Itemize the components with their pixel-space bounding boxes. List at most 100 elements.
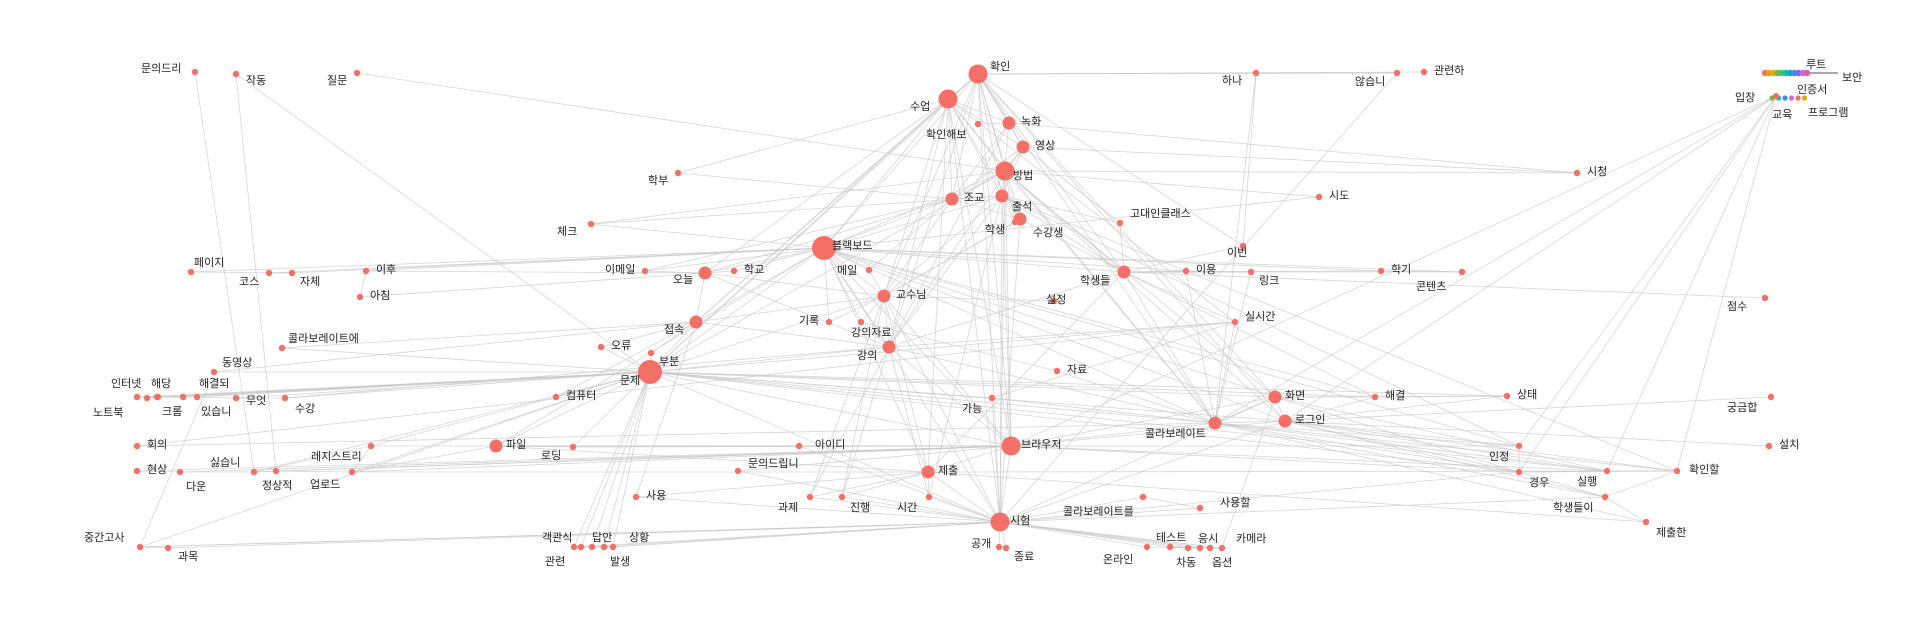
node-메일[interactable] <box>865 266 873 274</box>
node-강의자료[interactable] <box>857 318 865 326</box>
node-무엇[interactable] <box>232 394 240 402</box>
node-공개[interactable] <box>995 543 1003 551</box>
node-코스[interactable] <box>265 269 273 277</box>
node-경우[interactable] <box>1515 468 1523 476</box>
node-콜라보레이트[interactable] <box>1208 416 1222 430</box>
node-고대인클래스[interactable] <box>1116 219 1124 227</box>
node-점수[interactable] <box>1761 294 1769 302</box>
node-콘텐츠[interactable] <box>1458 268 1466 276</box>
node-시청[interactable] <box>1573 169 1581 177</box>
node-문제[interactable] <box>638 360 662 384</box>
node-시도[interactable] <box>1315 193 1323 201</box>
node-블랙보드[interactable] <box>812 236 836 260</box>
node-확인할[interactable] <box>1673 467 1681 475</box>
node-카메라[interactable] <box>1218 544 1226 552</box>
node-이메일[interactable] <box>641 267 649 275</box>
node-자료[interactable] <box>1053 367 1061 375</box>
node-학교[interactable] <box>730 267 738 275</box>
node-로딩[interactable] <box>569 443 577 451</box>
node-콜라보레이트를[interactable] <box>1139 493 1147 501</box>
node-학생들[interactable] <box>1117 265 1131 279</box>
node-링크[interactable] <box>1247 268 1255 276</box>
node-상황[interactable] <box>609 543 617 551</box>
node-제출[interactable] <box>921 465 935 479</box>
node-해결[interactable] <box>1371 393 1379 401</box>
node-사용[interactable] <box>632 493 640 501</box>
node-확인해보[interactable] <box>974 120 982 128</box>
node-레지스트리[interactable] <box>367 442 375 450</box>
node-교수님[interactable] <box>877 289 891 303</box>
node-해결되[interactable] <box>179 393 187 401</box>
node-파일[interactable] <box>489 439 503 453</box>
node-접속[interactable] <box>689 315 703 329</box>
node-강의[interactable] <box>882 340 896 354</box>
node-있습니[interactable] <box>193 393 201 401</box>
node-인터넷[interactable] <box>133 393 141 401</box>
node-싫습니[interactable] <box>250 468 258 476</box>
node-수업[interactable] <box>938 89 958 109</box>
node-인정[interactable] <box>1515 442 1523 450</box>
node-객관식[interactable] <box>570 543 578 551</box>
node-부분[interactable] <box>647 349 655 357</box>
node-아침[interactable] <box>356 293 364 301</box>
node-옵션[interactable] <box>1206 544 1214 552</box>
node-상태[interactable] <box>1503 392 1511 400</box>
node-화면[interactable] <box>1268 390 1282 404</box>
node-응시[interactable] <box>1196 544 1204 552</box>
node-작동[interactable] <box>232 70 240 78</box>
node-제출한[interactable] <box>1642 518 1650 526</box>
node-학기[interactable] <box>1377 267 1385 275</box>
node-수강생[interactable] <box>1011 218 1019 226</box>
node-콜라보레이트에[interactable] <box>278 344 286 352</box>
node-페이지[interactable] <box>187 268 195 276</box>
node-브라우저[interactable] <box>1001 436 1021 456</box>
node-과목[interactable] <box>164 544 172 552</box>
node-학부[interactable] <box>674 169 682 177</box>
node-다운[interactable] <box>176 468 184 476</box>
node-관련하[interactable] <box>1420 68 1428 76</box>
node-체크[interactable] <box>587 220 595 228</box>
node-기록[interactable] <box>825 318 833 326</box>
node-않습니[interactable] <box>1393 69 1401 77</box>
node-컴퓨터[interactable] <box>552 393 560 401</box>
node-관련[interactable] <box>577 543 585 551</box>
node-종료[interactable] <box>1002 544 1010 552</box>
node-테스트[interactable] <box>1166 543 1174 551</box>
node-출석[interactable] <box>995 189 1009 203</box>
node-하나[interactable] <box>1252 69 1260 77</box>
node-오류[interactable] <box>597 343 605 351</box>
node-자체[interactable] <box>288 269 296 277</box>
node-회의[interactable] <box>133 442 141 450</box>
node-문의드립니[interactable] <box>734 467 742 475</box>
node-문의드리[interactable] <box>191 68 199 76</box>
node-발생[interactable] <box>600 543 608 551</box>
node-궁금합[interactable] <box>1767 393 1775 401</box>
node-이용[interactable] <box>1182 267 1190 275</box>
node-설치[interactable] <box>1765 442 1773 450</box>
node-시간[interactable] <box>925 493 933 501</box>
node-업로드[interactable] <box>348 468 356 476</box>
node-정상적[interactable] <box>272 467 280 475</box>
node-조교[interactable] <box>945 192 959 206</box>
node-실행[interactable] <box>1603 467 1611 475</box>
node-방법[interactable] <box>995 161 1015 181</box>
node-중간고사[interactable] <box>136 543 144 551</box>
node-현상[interactable] <box>133 467 141 475</box>
node-수강[interactable] <box>281 394 289 402</box>
node-사용할[interactable] <box>1196 504 1204 512</box>
node-크롬[interactable] <box>154 393 162 401</box>
node-과제[interactable] <box>806 493 814 501</box>
node-녹화[interactable] <box>1002 116 1016 130</box>
node-차동[interactable] <box>1184 544 1192 552</box>
node-온라인[interactable] <box>1143 543 1151 551</box>
node-확인[interactable] <box>968 64 988 84</box>
node-이번[interactable] <box>1239 242 1247 250</box>
node-실시간[interactable] <box>1231 318 1239 326</box>
node-영상[interactable] <box>1016 140 1030 154</box>
node-가능[interactable] <box>988 394 996 402</box>
node-설정[interactable] <box>1050 297 1058 305</box>
node-아이디[interactable] <box>795 442 803 450</box>
node-동영상[interactable] <box>210 368 218 376</box>
node-이후[interactable] <box>362 267 370 275</box>
node-학생들이[interactable] <box>1601 493 1609 501</box>
